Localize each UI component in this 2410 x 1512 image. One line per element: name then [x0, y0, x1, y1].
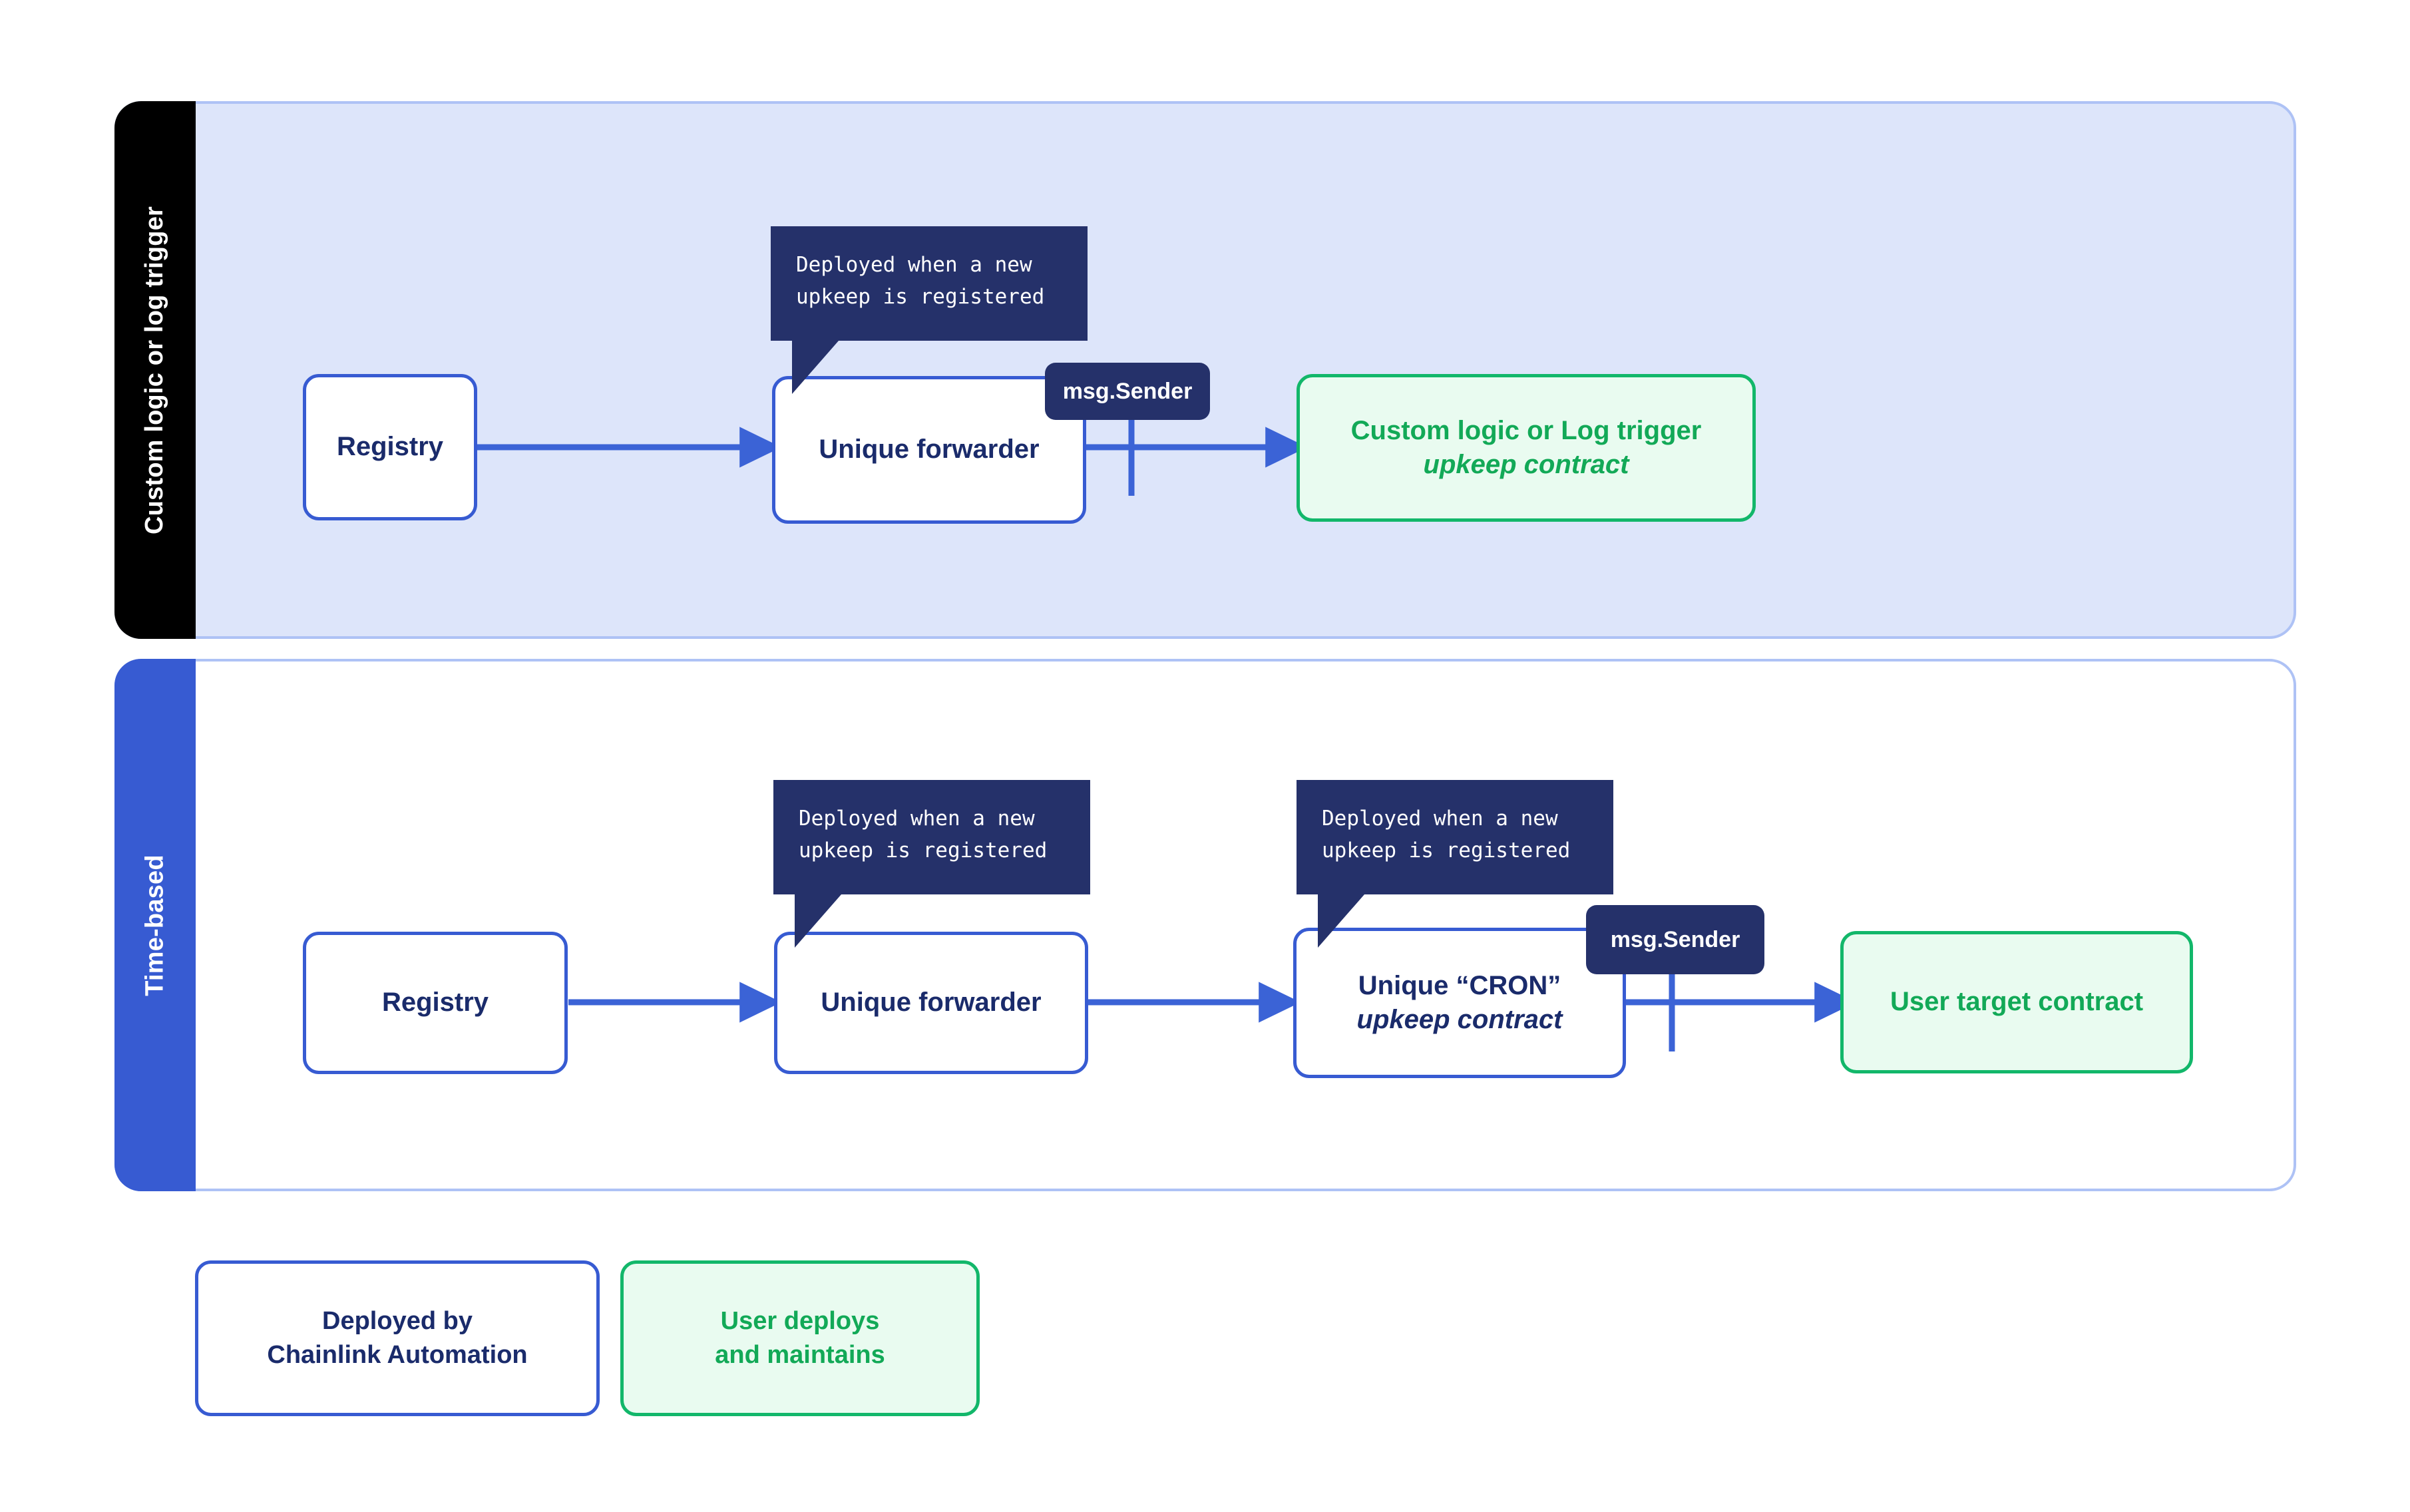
node-label: User target contract: [1890, 987, 2144, 1017]
badge-msg-sender-row1: msg.Sender: [1045, 363, 1210, 420]
node-label: Registry: [336, 432, 444, 462]
legend-deployed-by-chainlink: Deployed by Chainlink Automation: [195, 1260, 600, 1416]
node-label-line2: upkeep contract: [1423, 450, 1629, 479]
panel-time-based: [114, 659, 2296, 1191]
node-cron-upkeep-row2[interactable]: Unique “CRON” upkeep contract: [1293, 928, 1626, 1078]
callout-tail-row1: [792, 341, 839, 394]
callout-tail-forwarder-row2: [795, 894, 841, 948]
callout-forwarder-row2: Deployed when a new upkeep is registered: [773, 780, 1090, 894]
legend-line-1: Deployed by: [322, 1306, 473, 1335]
callout-line-2: upkeep is registered: [799, 839, 1048, 863]
legend-line-1: User deploys: [720, 1306, 880, 1335]
node-registry-row2[interactable]: Registry: [303, 932, 568, 1074]
node-label-line2: upkeep contract: [1356, 1005, 1563, 1034]
callout-line-2: upkeep is registered: [796, 285, 1045, 309]
callout-tail-cron-row2: [1318, 894, 1364, 948]
node-unique-forwarder-row2[interactable]: Unique forwarder: [774, 932, 1088, 1074]
row-tab-label-custom-logic: Custom logic or log trigger: [140, 206, 169, 534]
callout-line-1: Deployed when a new: [799, 807, 1035, 831]
node-upkeep-contract-row1[interactable]: Custom logic or Log trigger upkeep contr…: [1297, 374, 1756, 522]
legend-user-deploys: User deploys and maintains: [620, 1260, 980, 1416]
node-label: Unique forwarder: [821, 988, 1042, 1018]
node-label-line1: Unique “CRON”: [1358, 970, 1561, 1000]
callout-forwarder-row1: Deployed when a new upkeep is registered: [771, 226, 1088, 341]
node-registry-row1[interactable]: Registry: [303, 374, 477, 520]
node-label: Unique forwarder: [819, 435, 1040, 465]
callout-line-1: Deployed when a new: [796, 253, 1032, 277]
row-tab-custom-logic: Custom logic or log trigger: [114, 101, 196, 639]
row-tab-time-based: Time-based: [114, 659, 196, 1191]
badge-label: msg.Sender: [1062, 378, 1193, 404]
badge-msg-sender-row2: msg.Sender: [1586, 905, 1764, 974]
badge-label: msg.Sender: [1610, 926, 1740, 952]
node-user-target-contract-row2[interactable]: User target contract: [1840, 931, 2193, 1073]
node-unique-forwarder-row1[interactable]: Unique forwarder: [772, 376, 1086, 524]
node-label-line1: Custom logic or Log trigger: [1350, 415, 1702, 445]
node-label: Registry: [381, 988, 489, 1018]
callout-cron-row2: Deployed when a new upkeep is registered: [1297, 780, 1613, 894]
legend-line-2: Chainlink Automation: [267, 1341, 528, 1369]
callout-line-2: upkeep is registered: [1322, 839, 1571, 863]
row-tab-label-time-based: Time-based: [140, 854, 169, 996]
legend-line-2: and maintains: [715, 1341, 885, 1369]
callout-line-1: Deployed when a new: [1322, 807, 1558, 831]
